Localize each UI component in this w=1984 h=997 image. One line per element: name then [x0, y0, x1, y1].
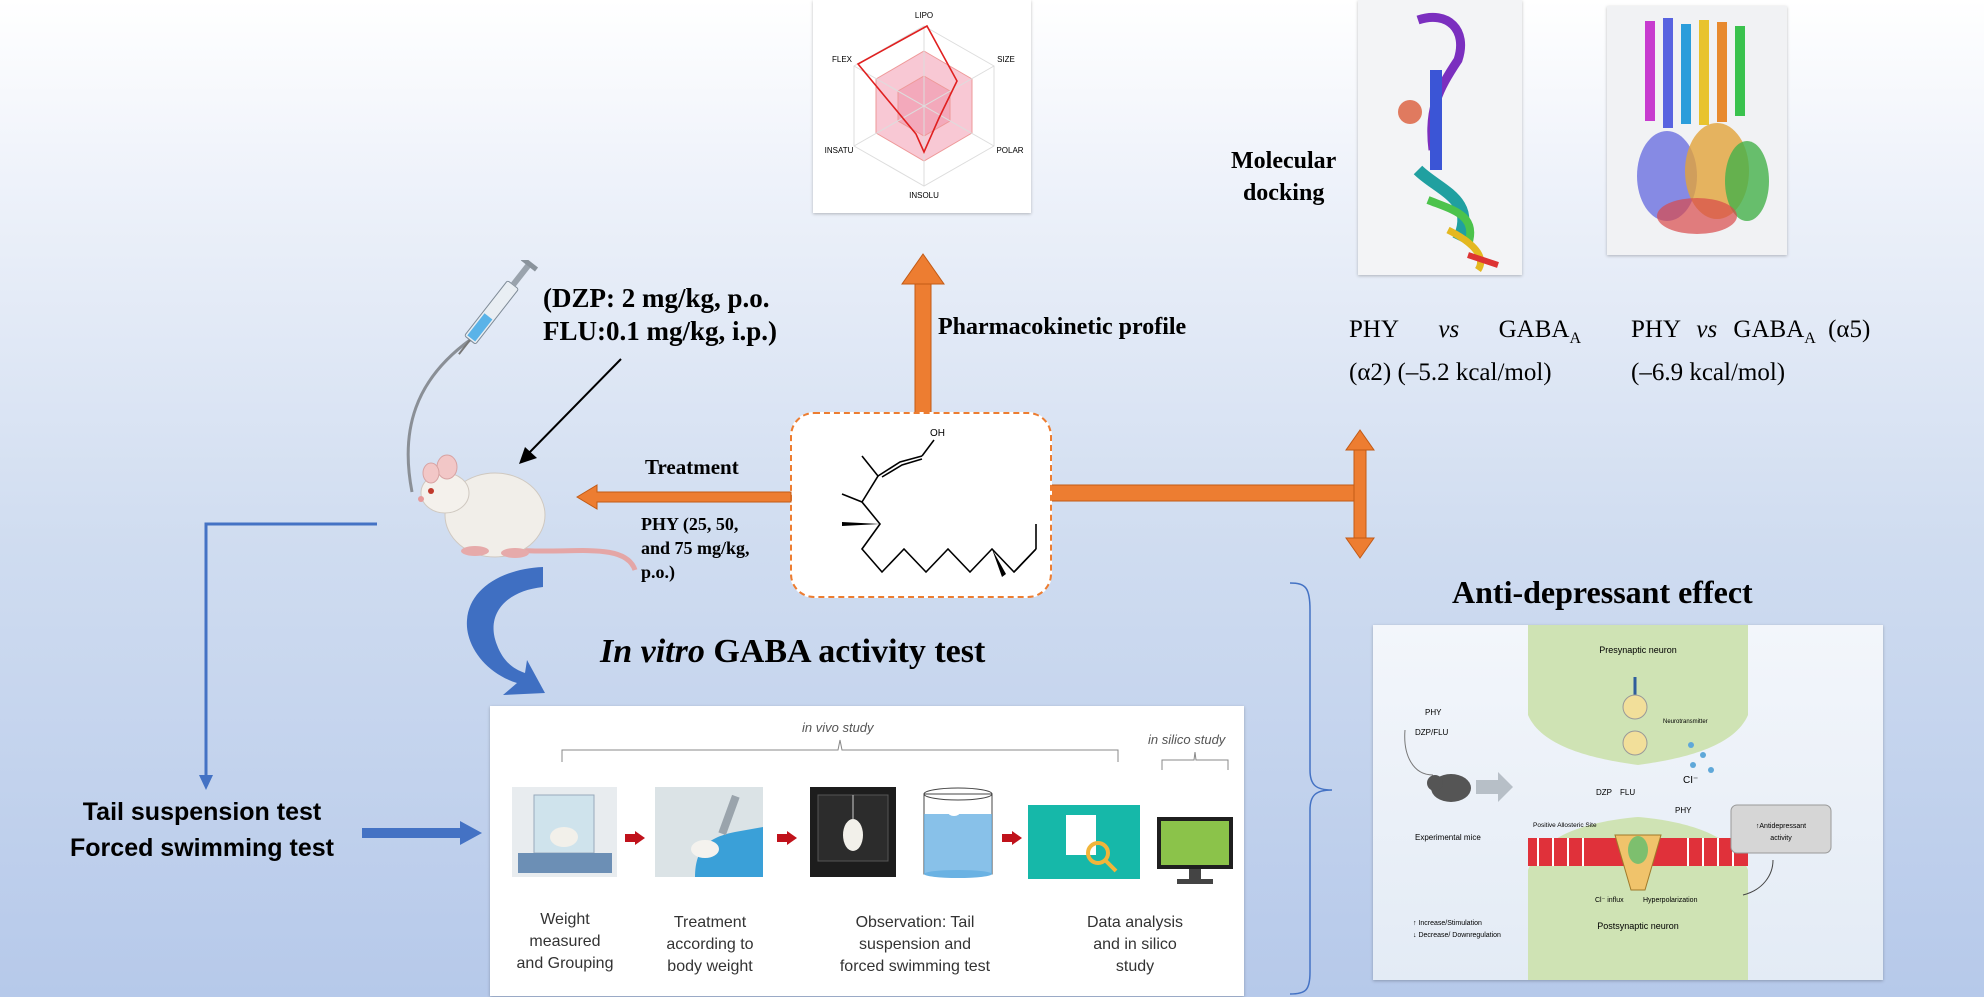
- dzp-label: DZP: [1596, 788, 1612, 797]
- mice-label: Experimental mice: [1415, 833, 1481, 842]
- docking-title-1: Molecular: [1231, 148, 1337, 174]
- step1-l1: Weight: [540, 911, 590, 928]
- workflow-insilico-label: in silico study: [1148, 732, 1226, 747]
- pre-label: Presynaptic neuron: [1599, 645, 1677, 655]
- flu-label: FLU: [1620, 788, 1635, 797]
- gaba-title-italic: In vitro: [600, 633, 705, 670]
- box-l1: ↑Antidepressant: [1756, 823, 1806, 830]
- cap1-line2: (α2) (–5.2 kcal/mol): [1349, 359, 1552, 386]
- workflow-invivo-label: in vivo study: [802, 720, 874, 735]
- step3-l3: forced swimming test: [839, 958, 991, 975]
- cap2-gaba: GABA: [1733, 316, 1805, 343]
- cl-label: CI⁻: [1683, 775, 1698, 786]
- gaba-title-rest: GABA activity test: [713, 633, 986, 670]
- step1-l3: and Grouping: [516, 955, 614, 972]
- workflow-panel: in vivo study in silico study: [490, 706, 1244, 996]
- treatment-label: Treatment: [645, 455, 739, 479]
- pk-label: Pharmacokinetic profile: [938, 314, 1187, 340]
- antidep-panel: Presynaptic neuron Neurotransmitter CI⁻ …: [1373, 625, 1883, 980]
- blue-connector: [199, 522, 377, 790]
- cap1-sub: A: [1569, 330, 1581, 347]
- swim-image: [923, 787, 993, 878]
- treatment-arrow: [576, 484, 792, 510]
- curved-arrow: [466, 567, 545, 695]
- treatment-line-3: p.o.): [641, 562, 676, 582]
- tests-line-1: Tail suspension test: [82, 798, 322, 826]
- dzpflu-label: DZP/FLU: [1415, 728, 1449, 737]
- pas-label: Positive Allosteric Site: [1533, 822, 1597, 829]
- phytol-structure: OH: [790, 412, 1052, 598]
- radar-chart: LIPO SIZE POLAR INSOLU INSATU FLEX: [825, 11, 1024, 200]
- step4-l3: study: [1115, 958, 1155, 975]
- tests-arrow: [362, 821, 482, 845]
- phy-label: PHY: [1425, 708, 1442, 717]
- step-arrow-1: [625, 831, 645, 845]
- pk-arrow: [901, 253, 945, 414]
- legend-1: ↑ Increase/Stimulation: [1413, 920, 1482, 927]
- neuro-label: Neurotransmitter: [1663, 719, 1708, 725]
- cap1-vs: vs: [1438, 316, 1460, 343]
- step-arrow-2: [777, 831, 797, 845]
- protein-alpha5-image: [1607, 6, 1787, 255]
- step4-l1: Data analysis: [1086, 914, 1184, 931]
- tail-suspension-image: [810, 787, 896, 877]
- radar-axis-insolu: INSOLU: [909, 191, 939, 200]
- cap2-line2: (–6.9 kcal/mol): [1631, 359, 1786, 386]
- step4-l2: and in silico: [1093, 936, 1177, 953]
- radar-panel: LIPO SIZE POLAR INSOLU INSATU FLEX: [813, 0, 1031, 213]
- syringe-icon: [406, 260, 539, 493]
- black-arrow: [519, 358, 622, 464]
- treatment-line-2: and 75 mg/kg,: [641, 538, 750, 558]
- dose-line-2: FLU:0.1 mg/kg, i.p.): [543, 316, 778, 346]
- step2-l3: body weight: [667, 958, 753, 975]
- legend-2: ↓ Decrease/ Downregulation: [1413, 932, 1501, 939]
- cap2-alpha: (α5): [1828, 316, 1871, 343]
- antidep-title: Anti-depressant effect: [1452, 574, 1753, 610]
- radar-axis-lipo: LIPO: [915, 11, 933, 20]
- step1-l2: measured: [529, 933, 601, 950]
- hyper-label: Hyperpolarization: [1643, 897, 1698, 904]
- treatment-image: [655, 787, 763, 877]
- cap1-phy: PHY: [1349, 316, 1400, 343]
- influx-label: Cl⁻ influx: [1595, 897, 1624, 904]
- radar-axis-insatu: INSATU: [825, 146, 854, 155]
- docking-title-2: docking: [1242, 180, 1325, 206]
- docking-connector: [1048, 429, 1375, 559]
- protein-alpha2-image: [1358, 0, 1522, 275]
- right-bracket: [1289, 582, 1333, 995]
- gaba-title: In vitro GABA activity test: [600, 633, 985, 671]
- phy2-label: PHY: [1675, 806, 1692, 815]
- box-l2: activity: [1770, 835, 1792, 842]
- step2-l1: Treatment: [673, 914, 747, 931]
- radar-axis-polar: POLAR: [996, 146, 1023, 155]
- step-arrow-3: [1002, 831, 1022, 845]
- computer-image: [1157, 817, 1233, 884]
- molecule-oh: OH: [930, 428, 945, 439]
- mouse-image: [418, 454, 638, 572]
- dose-line-1: (DZP: 2 mg/kg, p.o.: [543, 283, 770, 313]
- cap2-sub: A: [1804, 330, 1816, 347]
- cap1-gaba: GABA: [1498, 316, 1570, 343]
- data-analysis-image: [1028, 805, 1140, 879]
- insilico-brace: [1161, 751, 1229, 770]
- step3-l2: suspension and: [858, 936, 972, 953]
- tests-line-2: Forced swimming test: [70, 834, 334, 862]
- post-label: Postsynaptic neuron: [1597, 921, 1679, 931]
- invivo-brace: [561, 739, 1119, 762]
- step2-l2: according to: [666, 936, 754, 953]
- step3-l1: Observation: Tail: [855, 914, 975, 931]
- radar-axis-flex: FLEX: [832, 55, 853, 64]
- radar-axis-size: SIZE: [997, 55, 1015, 64]
- cap2-phy: PHY: [1631, 316, 1681, 343]
- cap2-vs: vs: [1696, 316, 1718, 343]
- scale-image: [512, 787, 617, 877]
- treatment-line-1: PHY (25, 50,: [641, 514, 739, 534]
